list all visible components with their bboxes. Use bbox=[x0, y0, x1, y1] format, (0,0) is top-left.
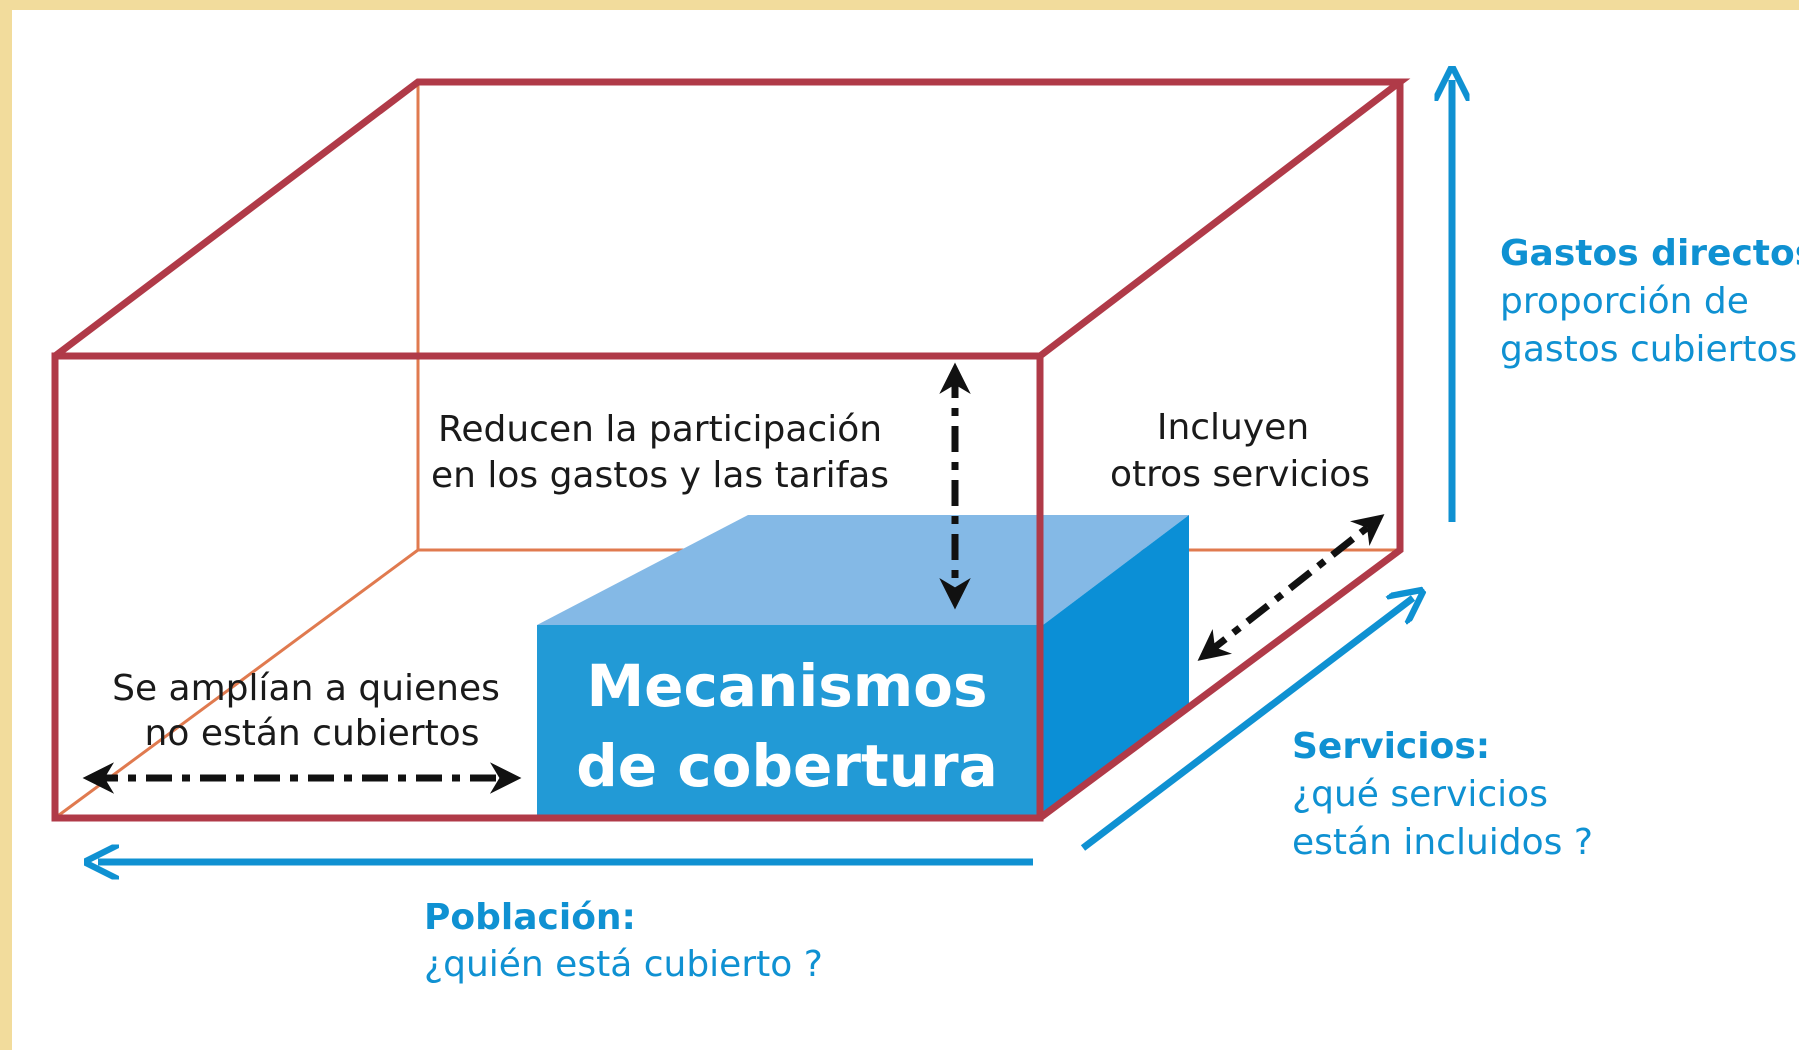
coverage-block-label-2: de cobertura bbox=[576, 732, 998, 800]
coverage-block-front bbox=[537, 625, 1043, 815]
services-axis-arrow bbox=[1080, 598, 1413, 851]
population-axis-sub-1: ¿quién está cubierto ? bbox=[424, 944, 823, 985]
costs-axis-title: Gastos directos: bbox=[1500, 233, 1799, 274]
population-axis-title: Población: bbox=[424, 897, 636, 938]
coverage-block-label-1: Mecanismos bbox=[586, 652, 987, 720]
population-inside-label-line-2: no están cubiertos bbox=[145, 713, 480, 754]
coverage-block-side bbox=[1043, 515, 1189, 815]
services-axis-title: Servicios: bbox=[1292, 726, 1490, 767]
depth-label-line-1: Reducen la participación bbox=[438, 409, 882, 450]
depth-label-line-2: en los gastos y las tarifas bbox=[431, 455, 889, 496]
services-inside-label-line-1: Incluyen bbox=[1157, 407, 1309, 448]
services-axis-sub-1: ¿qué servicios bbox=[1292, 774, 1548, 815]
coverage-block-top bbox=[537, 515, 1189, 625]
services-inside-label-line-2: otros servicios bbox=[1110, 454, 1370, 495]
services-axis-sub-2: están incluidos ? bbox=[1292, 822, 1593, 863]
coverage-block: Mecanismos de cobertura bbox=[537, 515, 1189, 815]
outer-box-front-edges bbox=[51, 78, 1411, 822]
population-inside-label-line-1: Se amplían a quienes bbox=[112, 668, 500, 709]
costs-axis-sub-2: gastos cubiertos bbox=[1500, 329, 1797, 370]
costs-axis-sub-1: proporción de bbox=[1500, 281, 1749, 322]
services-double-arrow bbox=[1197, 514, 1385, 661]
